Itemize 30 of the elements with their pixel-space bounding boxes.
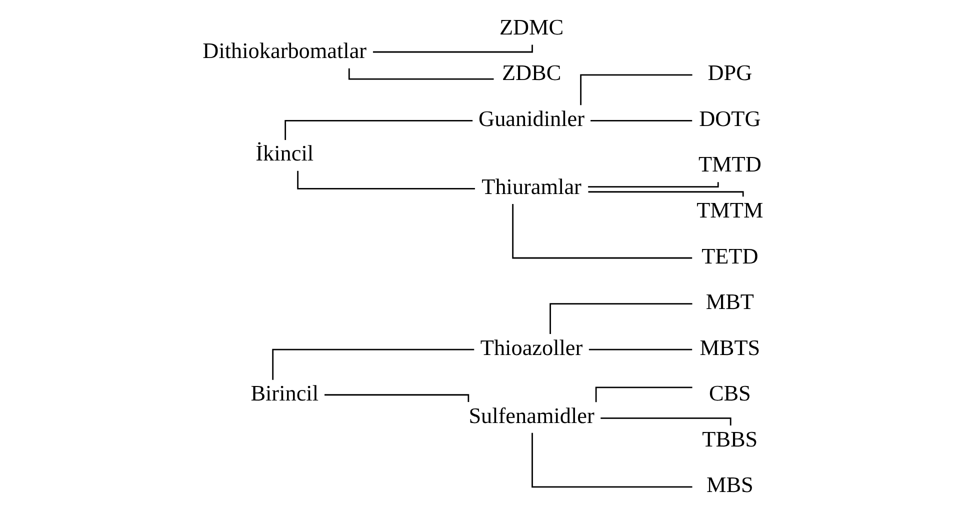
connector [588, 348, 692, 350]
node-text: TMTD [698, 152, 762, 177]
node-text: Guanidinler [478, 106, 585, 131]
connector [580, 74, 692, 106]
node-text: ZDMC [499, 14, 564, 40]
node-text: Birincil [250, 380, 319, 406]
node-text: TETD [702, 243, 758, 268]
connector [550, 303, 692, 334]
node-text: MBS [706, 472, 754, 498]
node-text: Thioazoller [480, 334, 583, 360]
node-text: MBT [706, 289, 754, 314]
node-text: DPG [708, 60, 752, 86]
node-text: Sulfenamidler [468, 402, 594, 428]
node-text: ZDBC [502, 60, 562, 86]
node-text: Thiuramlar [482, 174, 582, 199]
connector [297, 170, 475, 190]
node-text: TBBS [702, 426, 758, 452]
connector [588, 182, 719, 188]
connector [595, 386, 692, 402]
node-text: DOTG [699, 106, 761, 131]
connector [512, 204, 692, 259]
connector [284, 120, 473, 140]
connector [272, 348, 474, 380]
connector [532, 432, 692, 488]
node-text: Dithiokarbomatlar [202, 38, 367, 63]
node-text: İkincil [256, 140, 314, 166]
connector [590, 120, 692, 122]
node-text: TMTM [696, 197, 764, 222]
node-text: CBS [708, 380, 751, 406]
node-text: MBTS [700, 334, 760, 360]
